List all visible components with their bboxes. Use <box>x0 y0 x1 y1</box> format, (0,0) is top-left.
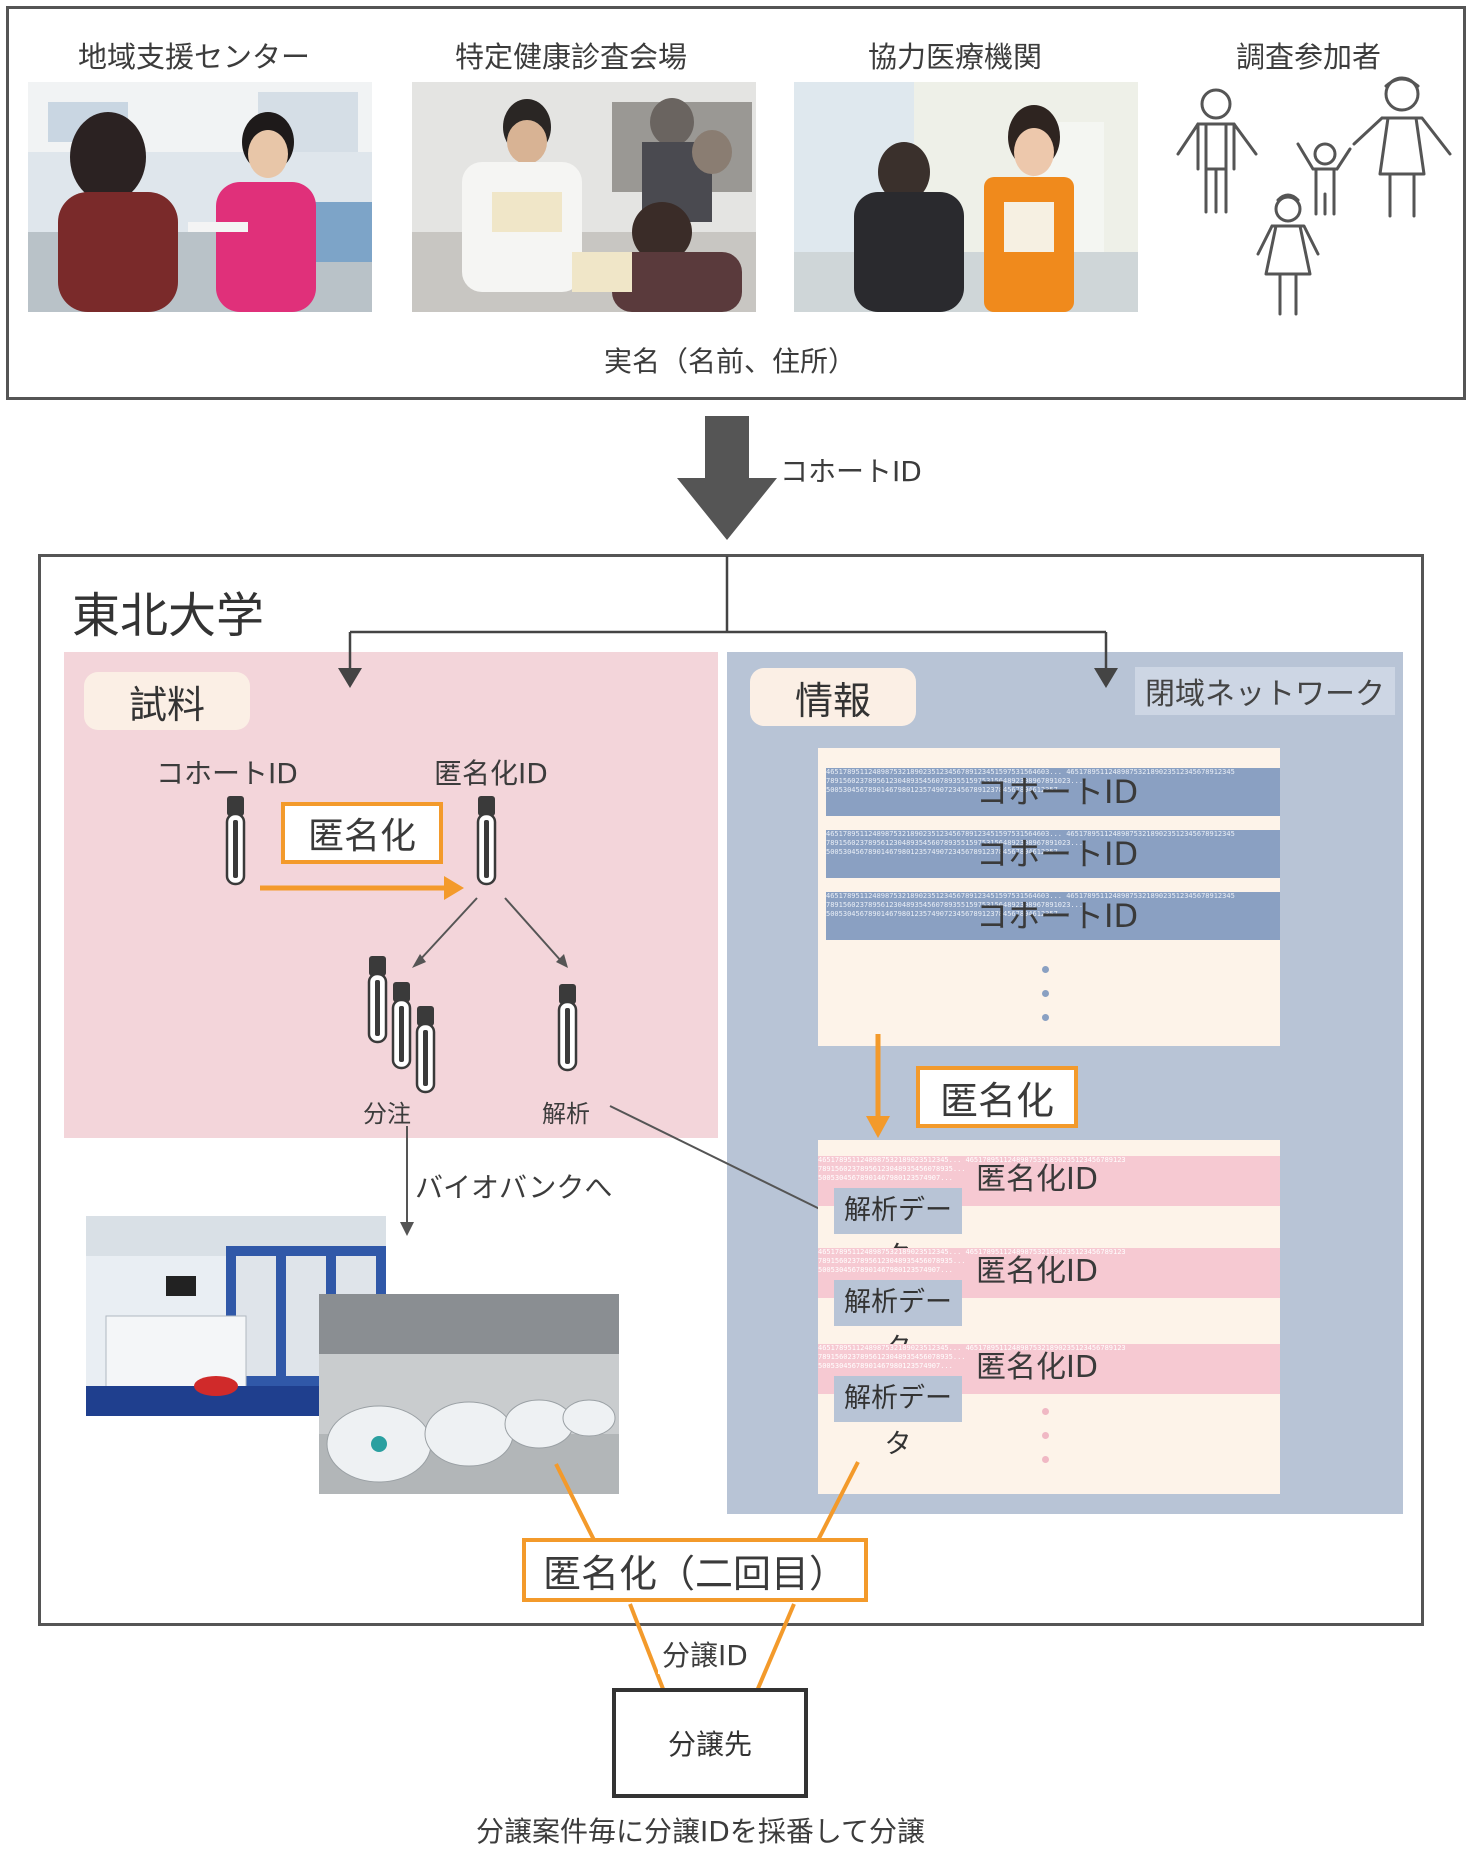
closed-network-label: 閉域ネットワーク <box>1135 667 1395 715</box>
cohort-row: 4651789511248987532189023512345678912345… <box>826 892 1280 940</box>
ellipsis-dot <box>1042 990 1049 997</box>
analysis-label: 解析 <box>542 1100 590 1128</box>
sample-cohort-id-label: コホートID <box>156 757 298 790</box>
site-label-participants: 調査参加者 <box>1236 40 1382 74</box>
second-anonymize-box: 匿名化（二回目） <box>522 1538 868 1602</box>
photo-medical-institution <box>794 82 1138 312</box>
site-label-medical-institution: 協力医療機関 <box>868 40 1043 74</box>
footer-note: 分譲案件毎に分譲IDを採番して分譲 <box>476 1815 925 1848</box>
sample-anon-id-label: 匿名化ID <box>434 757 548 790</box>
biobank-label: バイオバンクへ <box>415 1171 613 1204</box>
real-name-label: 実名（名前、住所） <box>604 345 857 378</box>
site-label-community-center: 地域支援センター <box>78 40 311 74</box>
down-arrow-icon <box>677 416 777 540</box>
participants-box <box>6 6 1466 400</box>
sample-panel <box>64 652 718 1138</box>
distribution-id-label: 分譲ID <box>658 1634 752 1674</box>
ellipsis-dot <box>1042 1456 1049 1463</box>
analysis-data-cell: 解析データ <box>834 1376 962 1460</box>
family-icon <box>1168 74 1460 324</box>
ellipsis-dot <box>1042 966 1049 973</box>
photo-health-checkup <box>412 82 756 312</box>
ellipsis-dot <box>1042 1432 1049 1439</box>
cohort-row: 4651789511248987532189023512345678912345… <box>826 768 1280 816</box>
sample-anonymize-box: 匿名化 <box>281 802 443 864</box>
sample-pill: 試料 <box>84 672 250 730</box>
anonymized-data-sheet: 4651789511248987532189023512345... 46517… <box>818 1140 1280 1494</box>
aliquot-label: 分注 <box>363 1100 411 1128</box>
distribution-destination-box: 分譲先 <box>612 1688 808 1798</box>
site-label-health-checkup: 特定健康診査会場 <box>455 40 688 74</box>
cohort-data-sheet: 4651789511248987532189023512345678912345… <box>818 748 1280 1046</box>
cohort-id-flow-label: コホートID <box>780 455 922 488</box>
info-pill: 情報 <box>750 668 916 726</box>
analysis-data-cell: 解析データ <box>834 1280 962 1364</box>
ellipsis-dot <box>1042 1408 1049 1415</box>
university-box <box>38 554 1424 1626</box>
info-anonymize-box: 匿名化 <box>916 1066 1078 1128</box>
test-tube-icon <box>225 796 246 886</box>
university-title: 東北大学 <box>72 588 265 644</box>
ellipsis-dot <box>1042 1014 1049 1021</box>
cohort-row: 4651789511248987532189023512345678912345… <box>826 830 1280 878</box>
photo-biobank-freezers <box>319 1294 619 1494</box>
photo-community-center <box>28 82 372 312</box>
